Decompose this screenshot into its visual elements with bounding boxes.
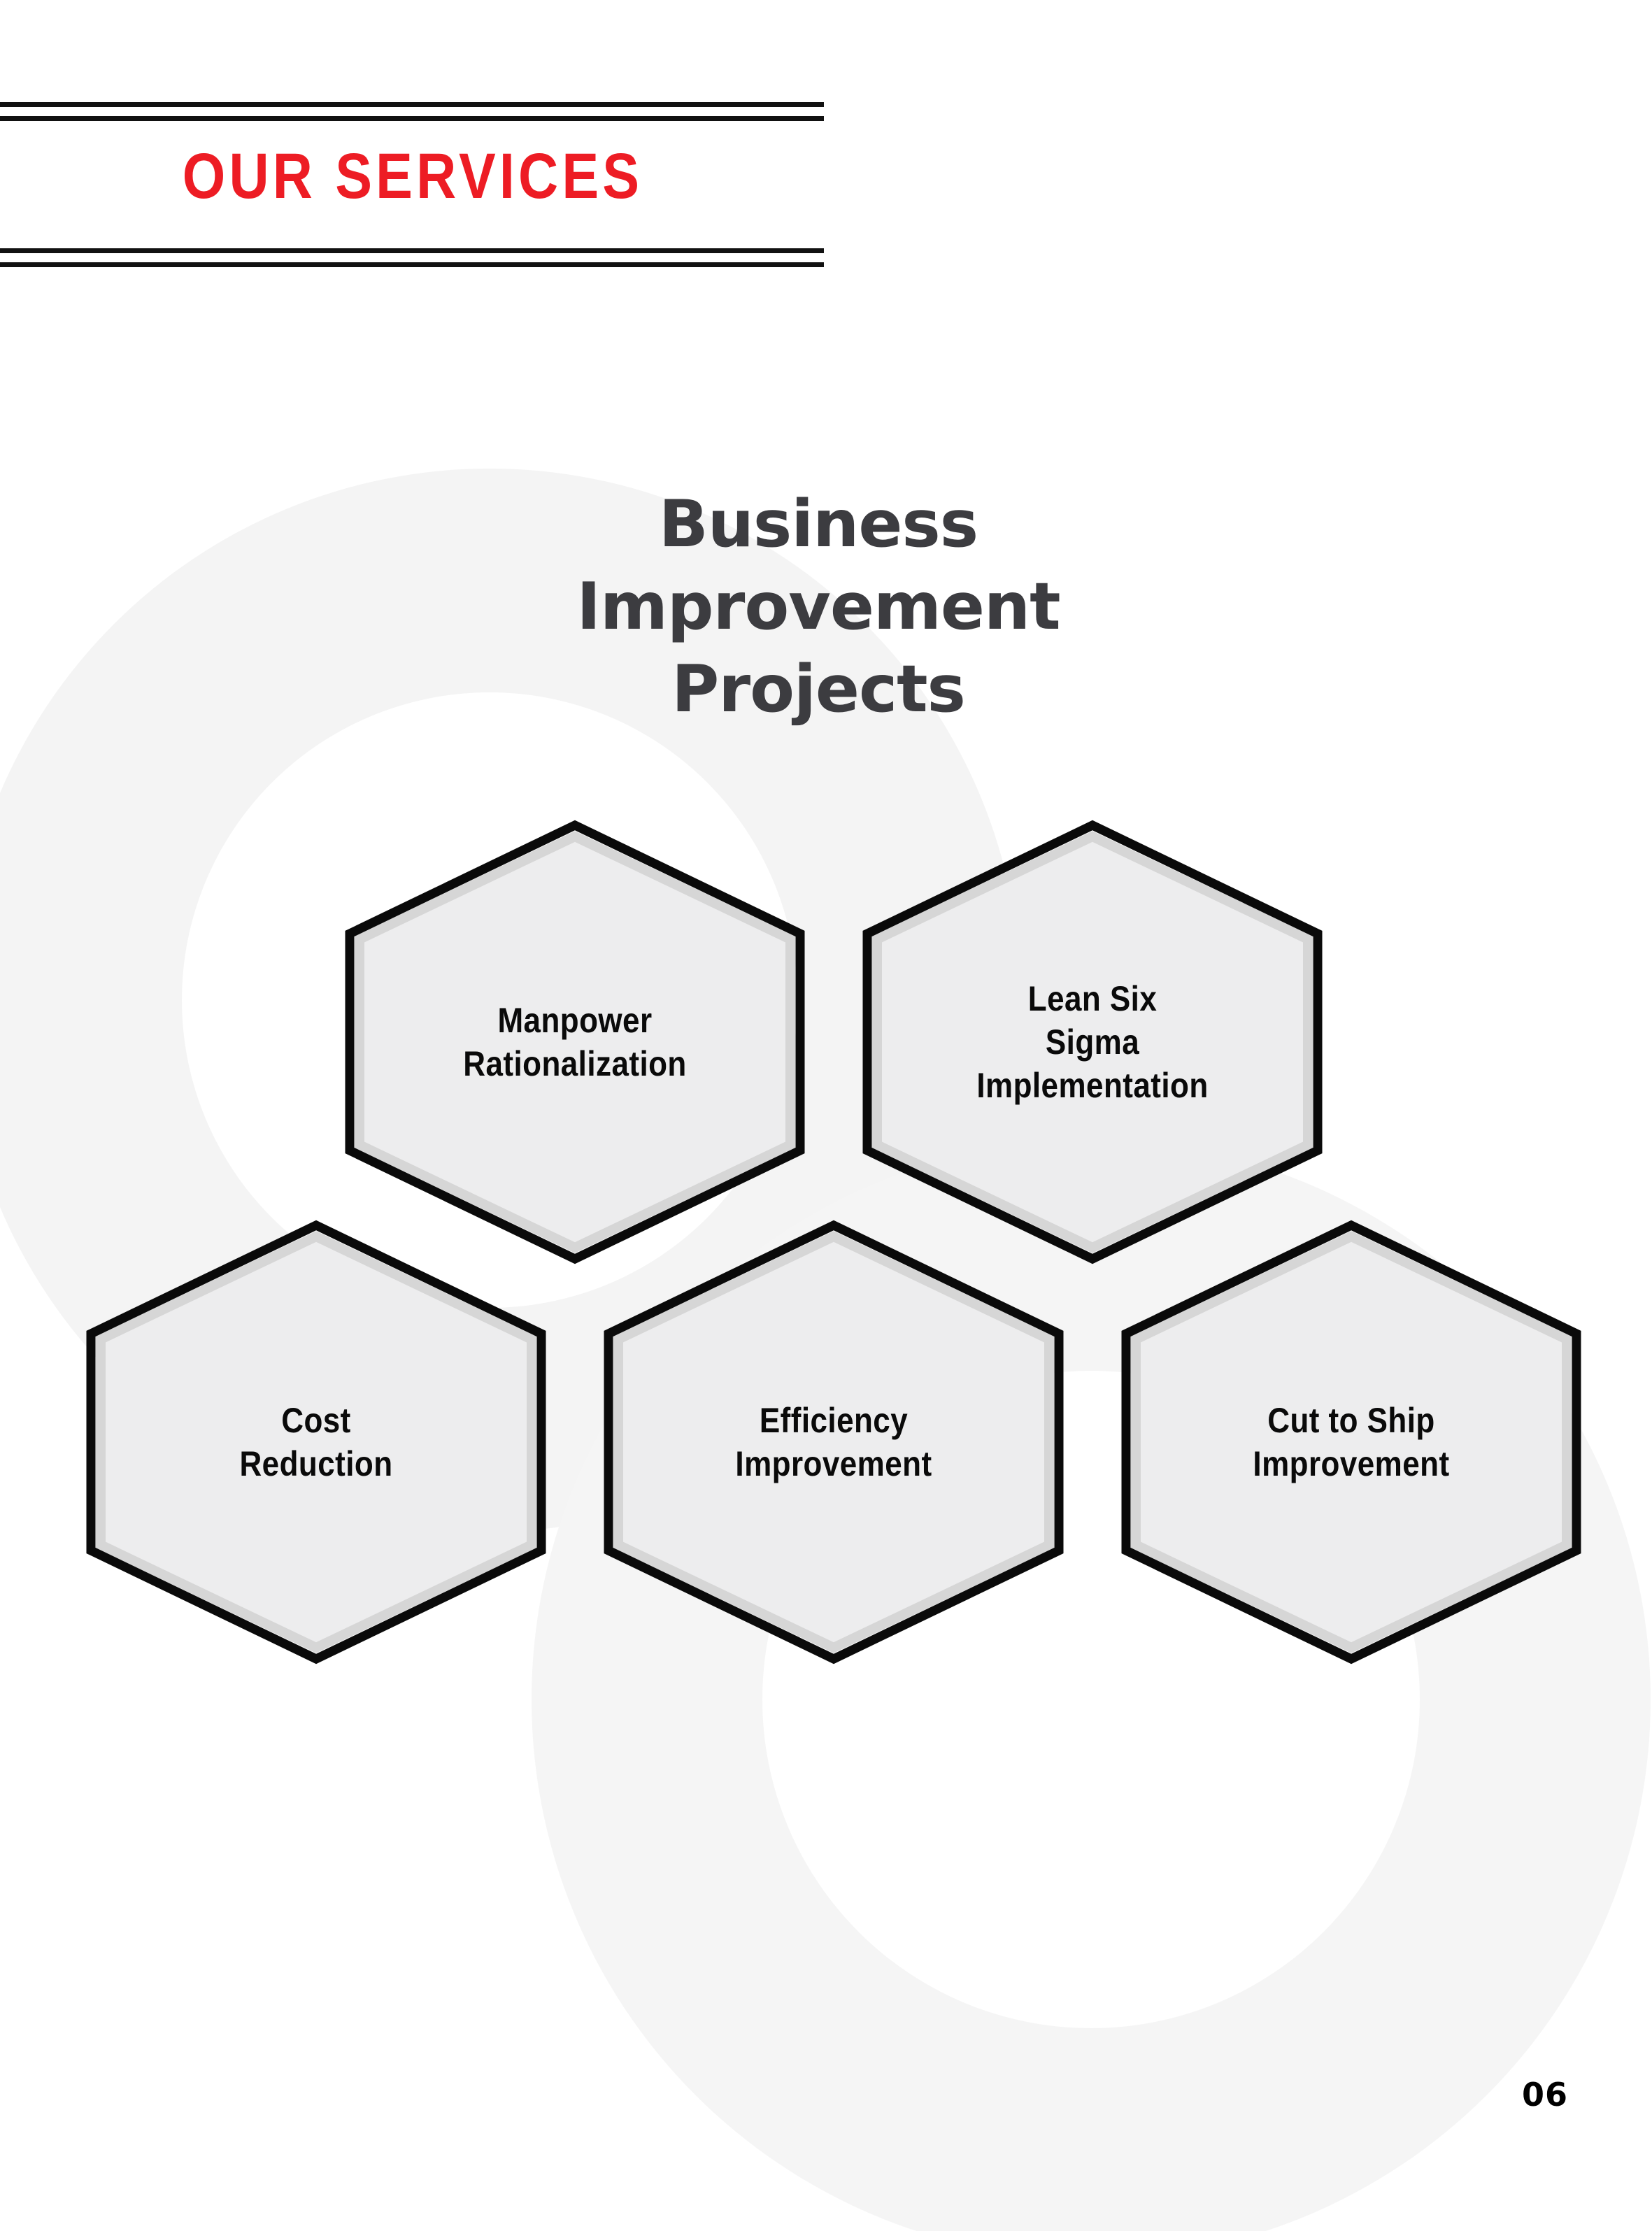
section-heading-line-2: Improvement xyxy=(576,569,1060,644)
header-rule-top-inner xyxy=(0,116,824,121)
hexagon-label-line: Implementation xyxy=(976,1066,1209,1105)
hexagon-label-line: Cost xyxy=(281,1401,351,1440)
header-rule-top-outer xyxy=(0,102,824,107)
header-rule-bottom-outer xyxy=(0,262,824,267)
hexagon-label-line: Efficiency xyxy=(759,1401,909,1440)
hexagon-label-line: Improvement xyxy=(735,1444,932,1483)
header-band: OUR SERVICES xyxy=(0,0,825,280)
page-number: 06 xyxy=(1521,2076,1568,2114)
hexagon-label-lean-six-sigma-implementation[interactable]: Lean Six Sigma Implementation xyxy=(976,977,1208,1107)
section-heading: Business Improvement Projects xyxy=(434,483,1203,730)
hexagon-label-manpower-rationalization[interactable]: Manpower Rationalization xyxy=(463,999,687,1085)
header-rule-bottom-inner xyxy=(0,248,824,253)
section-heading-line-1: Business xyxy=(658,486,978,562)
hexagon-label-line: Reduction xyxy=(239,1444,393,1483)
hexagon-label-cost-reduction[interactable]: Cost Reduction xyxy=(239,1399,392,1485)
hexagon-label-line: Manpower xyxy=(497,1001,653,1040)
section-heading-line-3: Projects xyxy=(671,651,966,727)
hexagon-label-line: Sigma xyxy=(1045,1022,1140,1062)
hexagon-label-line: Rationalization xyxy=(463,1044,687,1083)
hexagon-label-line: Lean Six xyxy=(1027,979,1158,1018)
hexagon-label-line: Cut to Ship xyxy=(1267,1401,1435,1440)
hexagon-label-line: Improvement xyxy=(1253,1444,1450,1483)
hexagon-label-cut-to-ship-improvement[interactable]: Cut to Ship Improvement xyxy=(1253,1399,1449,1485)
page-title: OUR SERVICES xyxy=(182,141,643,212)
hexagon-fills xyxy=(96,831,1572,1653)
hexagon-label-efficiency-improvement[interactable]: Efficiency Improvement xyxy=(735,1399,932,1485)
